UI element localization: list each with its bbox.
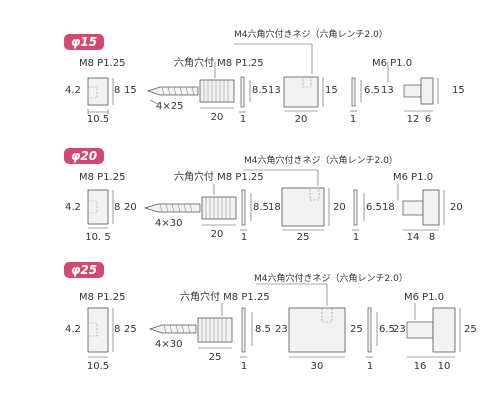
cap-height-dim: 25 [464,324,477,335]
spacer-outer-dim: 18 [268,202,281,213]
hex-bolt-shape [199,79,235,103]
bolt-length-dim: 20 [210,112,224,123]
diagram-row-phi25: φ25 M8 P1.25 六角穴付 M8 P1.25 M4六角穴付きネジ（六角レ… [0,262,500,382]
nut-width-dim: 10.5 [86,361,110,372]
end-cap-head-shape [422,189,440,226]
screw-size-label: 4×30 [155,339,183,350]
washer-thickness-dim: 1 [349,114,357,125]
body-width-dim: 30 [310,361,324,372]
parts-drawing [87,283,461,358]
cap-stem-width-dim: 14 [406,232,420,243]
bolt-length-dim: 20 [210,229,224,240]
body-height-dim: 25 [350,324,363,335]
spacer-outer-dim: 23 [275,324,288,335]
end-cap-head-shape [420,77,434,105]
cap-head-width-dim: 8 [428,232,436,243]
wood-screw-shape [148,324,197,334]
nut-thread-label: M8 P1.25 [79,172,126,183]
end-cap-head-shape [432,307,456,353]
parts-drawing [87,169,445,231]
nut-width-dim: 10.5 [86,114,110,125]
nut-mid-dim: 8 [114,324,121,335]
cap-nut-shape [87,189,109,225]
washer-outer-dim: 23 [393,324,406,335]
spacer-shape [241,307,246,353]
washer-thickness-dim: 1 [366,361,374,372]
washer-shape [351,77,356,107]
cap-thread-label: M6 P1.0 [404,292,445,303]
cap-height-dim: 20 [450,202,463,213]
hex-socket-label: 六角穴付 M8 P1.25 [174,58,264,69]
hex-socket-label: 六角穴付 M8 P1.25 [180,292,270,303]
wood-screw-shape [146,86,199,96]
end-cap-stem-shape [406,321,434,339]
screw-size-label: 4×30 [155,218,183,229]
body-width-dim: 25 [296,232,310,243]
body-height-dim: 20 [333,202,346,213]
nut-left-dim: 4.2 [65,324,81,335]
cap-thread-label: M6 P1.0 [393,172,434,183]
diagram-row-phi15: φ15 [0,30,500,154]
m4-screw-label: M4六角穴付きネジ（六角レンチ2.0） [244,156,398,166]
spacer-shape [240,76,245,108]
washer-shape [353,189,358,226]
spacer-outer-dim: 13 [268,85,281,96]
bolt-length-dim: 25 [208,352,222,363]
nut-left-dim: 4.2 [65,85,81,96]
cap-nut-shape [87,77,109,106]
spacer-inner-dim: 8.5 [253,202,269,213]
cap-head-width-dim: 10 [437,361,451,372]
nut-thread-label: M8 P1.25 [79,292,126,303]
nut-thread-label: M8 P1.25 [79,58,126,69]
size-badge: φ15 [64,34,104,50]
screw-size-label: 4×25 [156,101,184,112]
m4-screw-label: M4六角穴付きネジ（六角レンチ2.0） [234,30,388,40]
cap-nut-shape [87,307,109,353]
hex-socket-label: 六角穴付 M8 P1.25 [174,172,264,183]
spacer-thickness-dim: 1 [240,232,248,243]
washer-inner-dim: 6.5 [366,202,382,213]
spacer-thickness-dim: 1 [239,114,247,125]
washer-shape [367,307,372,353]
washer-inner-dim: 6.5 [364,85,380,96]
parts-drawing [87,43,439,114]
hex-bolt-shape [197,317,233,343]
hex-bolt-shape [201,196,237,220]
nut-mid-dim: 8 [114,85,121,96]
body-height-dim: 15 [325,85,338,96]
end-cap-stem-shape [402,200,424,216]
cap-head-width-dim: 6 [424,114,432,125]
nut-width-dim: 10. 5 [85,232,111,243]
spacer-thickness-dim: 1 [240,361,248,372]
cap-stem-width-dim: 16 [413,361,427,372]
main-body-shape [288,307,346,353]
spacer-shape [241,189,246,226]
m4-screw-label: M4六角穴付きネジ（六角レンチ2.0） [254,274,408,284]
spacer-inner-dim: 8.5 [252,85,268,96]
nut-height-dim: 20 [124,202,137,213]
end-cap-stem-shape [403,84,422,98]
nut-mid-dim: 8 [114,202,121,213]
nut-height-dim: 15 [124,85,137,96]
body-width-dim: 20 [294,114,308,125]
diagram-row-phi20: φ20 M8 P1.25 六角穴付 M8 P1.25 M4六角穴付きネジ（六角レ… [0,148,500,268]
washer-outer-dim: 13 [381,85,394,96]
nut-left-dim: 4.2 [65,202,81,213]
wood-screw-shape [143,203,201,213]
cap-thread-label: M6 P1.0 [372,58,413,69]
nut-height-dim: 25 [124,324,137,335]
size-badge: φ20 [64,148,104,164]
washer-outer-dim: 18 [382,202,395,213]
washer-inner-dim: 6.5 [379,324,395,335]
size-badge: φ25 [64,262,104,278]
main-body-shape [281,187,325,227]
cap-stem-width-dim: 12 [406,114,420,125]
main-body-shape [283,76,319,108]
washer-thickness-dim: 1 [352,232,360,243]
spacer-inner-dim: 8.5 [255,324,271,335]
cap-height-dim: 15 [452,85,465,96]
